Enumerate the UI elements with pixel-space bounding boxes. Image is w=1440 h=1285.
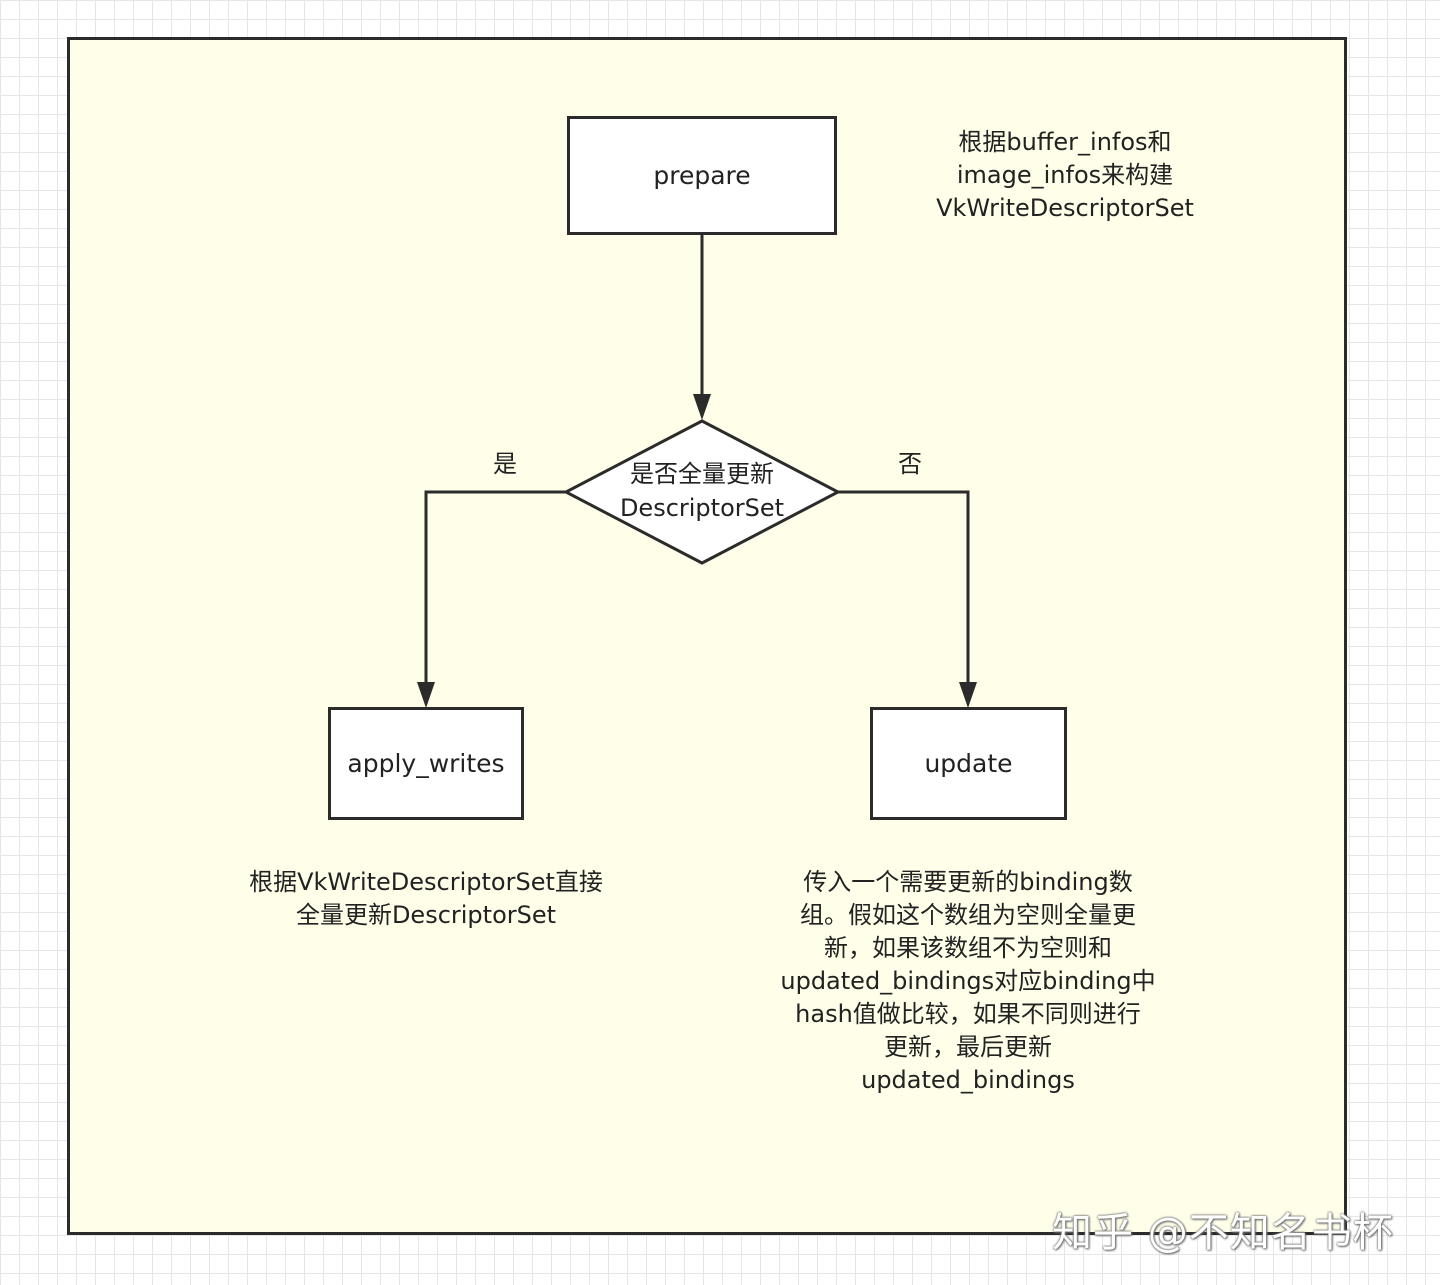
arrowhead-apply-writes <box>417 682 435 708</box>
apply-writes-label: apply_writes <box>347 749 505 778</box>
decision-diamond <box>562 419 842 565</box>
arrowhead-update <box>959 682 977 708</box>
update-note: 传入一个需要更新的binding数 组。假如这个数组为空则全量更 新，如果该数组… <box>758 866 1178 1097</box>
decision-label-line-1: 是否全量更新 <box>630 460 774 488</box>
diagram-canvas <box>67 37 1347 1235</box>
branch-label-yes: 是 <box>493 450 517 478</box>
update-node: update <box>870 707 1067 820</box>
branch-label-no: 否 <box>898 450 922 478</box>
edge-yes-to-apply-writes <box>424 490 566 690</box>
decision-label: 是否全量更新 DescriptorSet <box>567 457 837 525</box>
prepare-note: 根据buffer_infos和 image_infos来构建 VkWriteDe… <box>905 126 1225 225</box>
prepare-note-line-1: 根据buffer_infos和 <box>958 128 1172 156</box>
apply-writes-note: 根据VkWriteDescriptorSet直接 全量更新DescriptorS… <box>216 866 636 932</box>
update-note-line-4: updated_bindings对应binding中 <box>780 967 1156 995</box>
apply-writes-node: apply_writes <box>328 707 524 820</box>
watermark: 知乎 @不知名书杯 <box>1052 1210 1394 1256</box>
apply-writes-note-line-2: 全量更新DescriptorSet <box>295 901 557 929</box>
prepare-note-line-3: VkWriteDescriptorSet <box>936 194 1194 222</box>
arrowhead-decision <box>693 394 711 420</box>
prepare-note-line-2: image_infos来构建 <box>956 161 1174 189</box>
update-note-line-7: updated_bindings <box>861 1066 1075 1094</box>
edge-no-to-update <box>838 490 970 690</box>
apply-writes-note-line-1: 根据VkWriteDescriptorSet直接 <box>249 868 603 896</box>
update-note-line-6: 更新，最后更新 <box>884 1033 1052 1061</box>
prepare-label: prepare <box>653 161 751 190</box>
prepare-node: prepare <box>567 116 837 235</box>
update-note-line-1: 传入一个需要更新的binding数 <box>803 868 1133 896</box>
update-note-line-3: 新，如果该数组不为空则和 <box>824 934 1112 962</box>
update-label: update <box>924 749 1013 778</box>
update-note-line-2: 组。假如这个数组为空则全量更 <box>800 901 1136 929</box>
decision-label-line-2: DescriptorSet <box>619 494 785 522</box>
update-note-line-5: hash值做比较，如果不同则进行 <box>795 1000 1141 1028</box>
